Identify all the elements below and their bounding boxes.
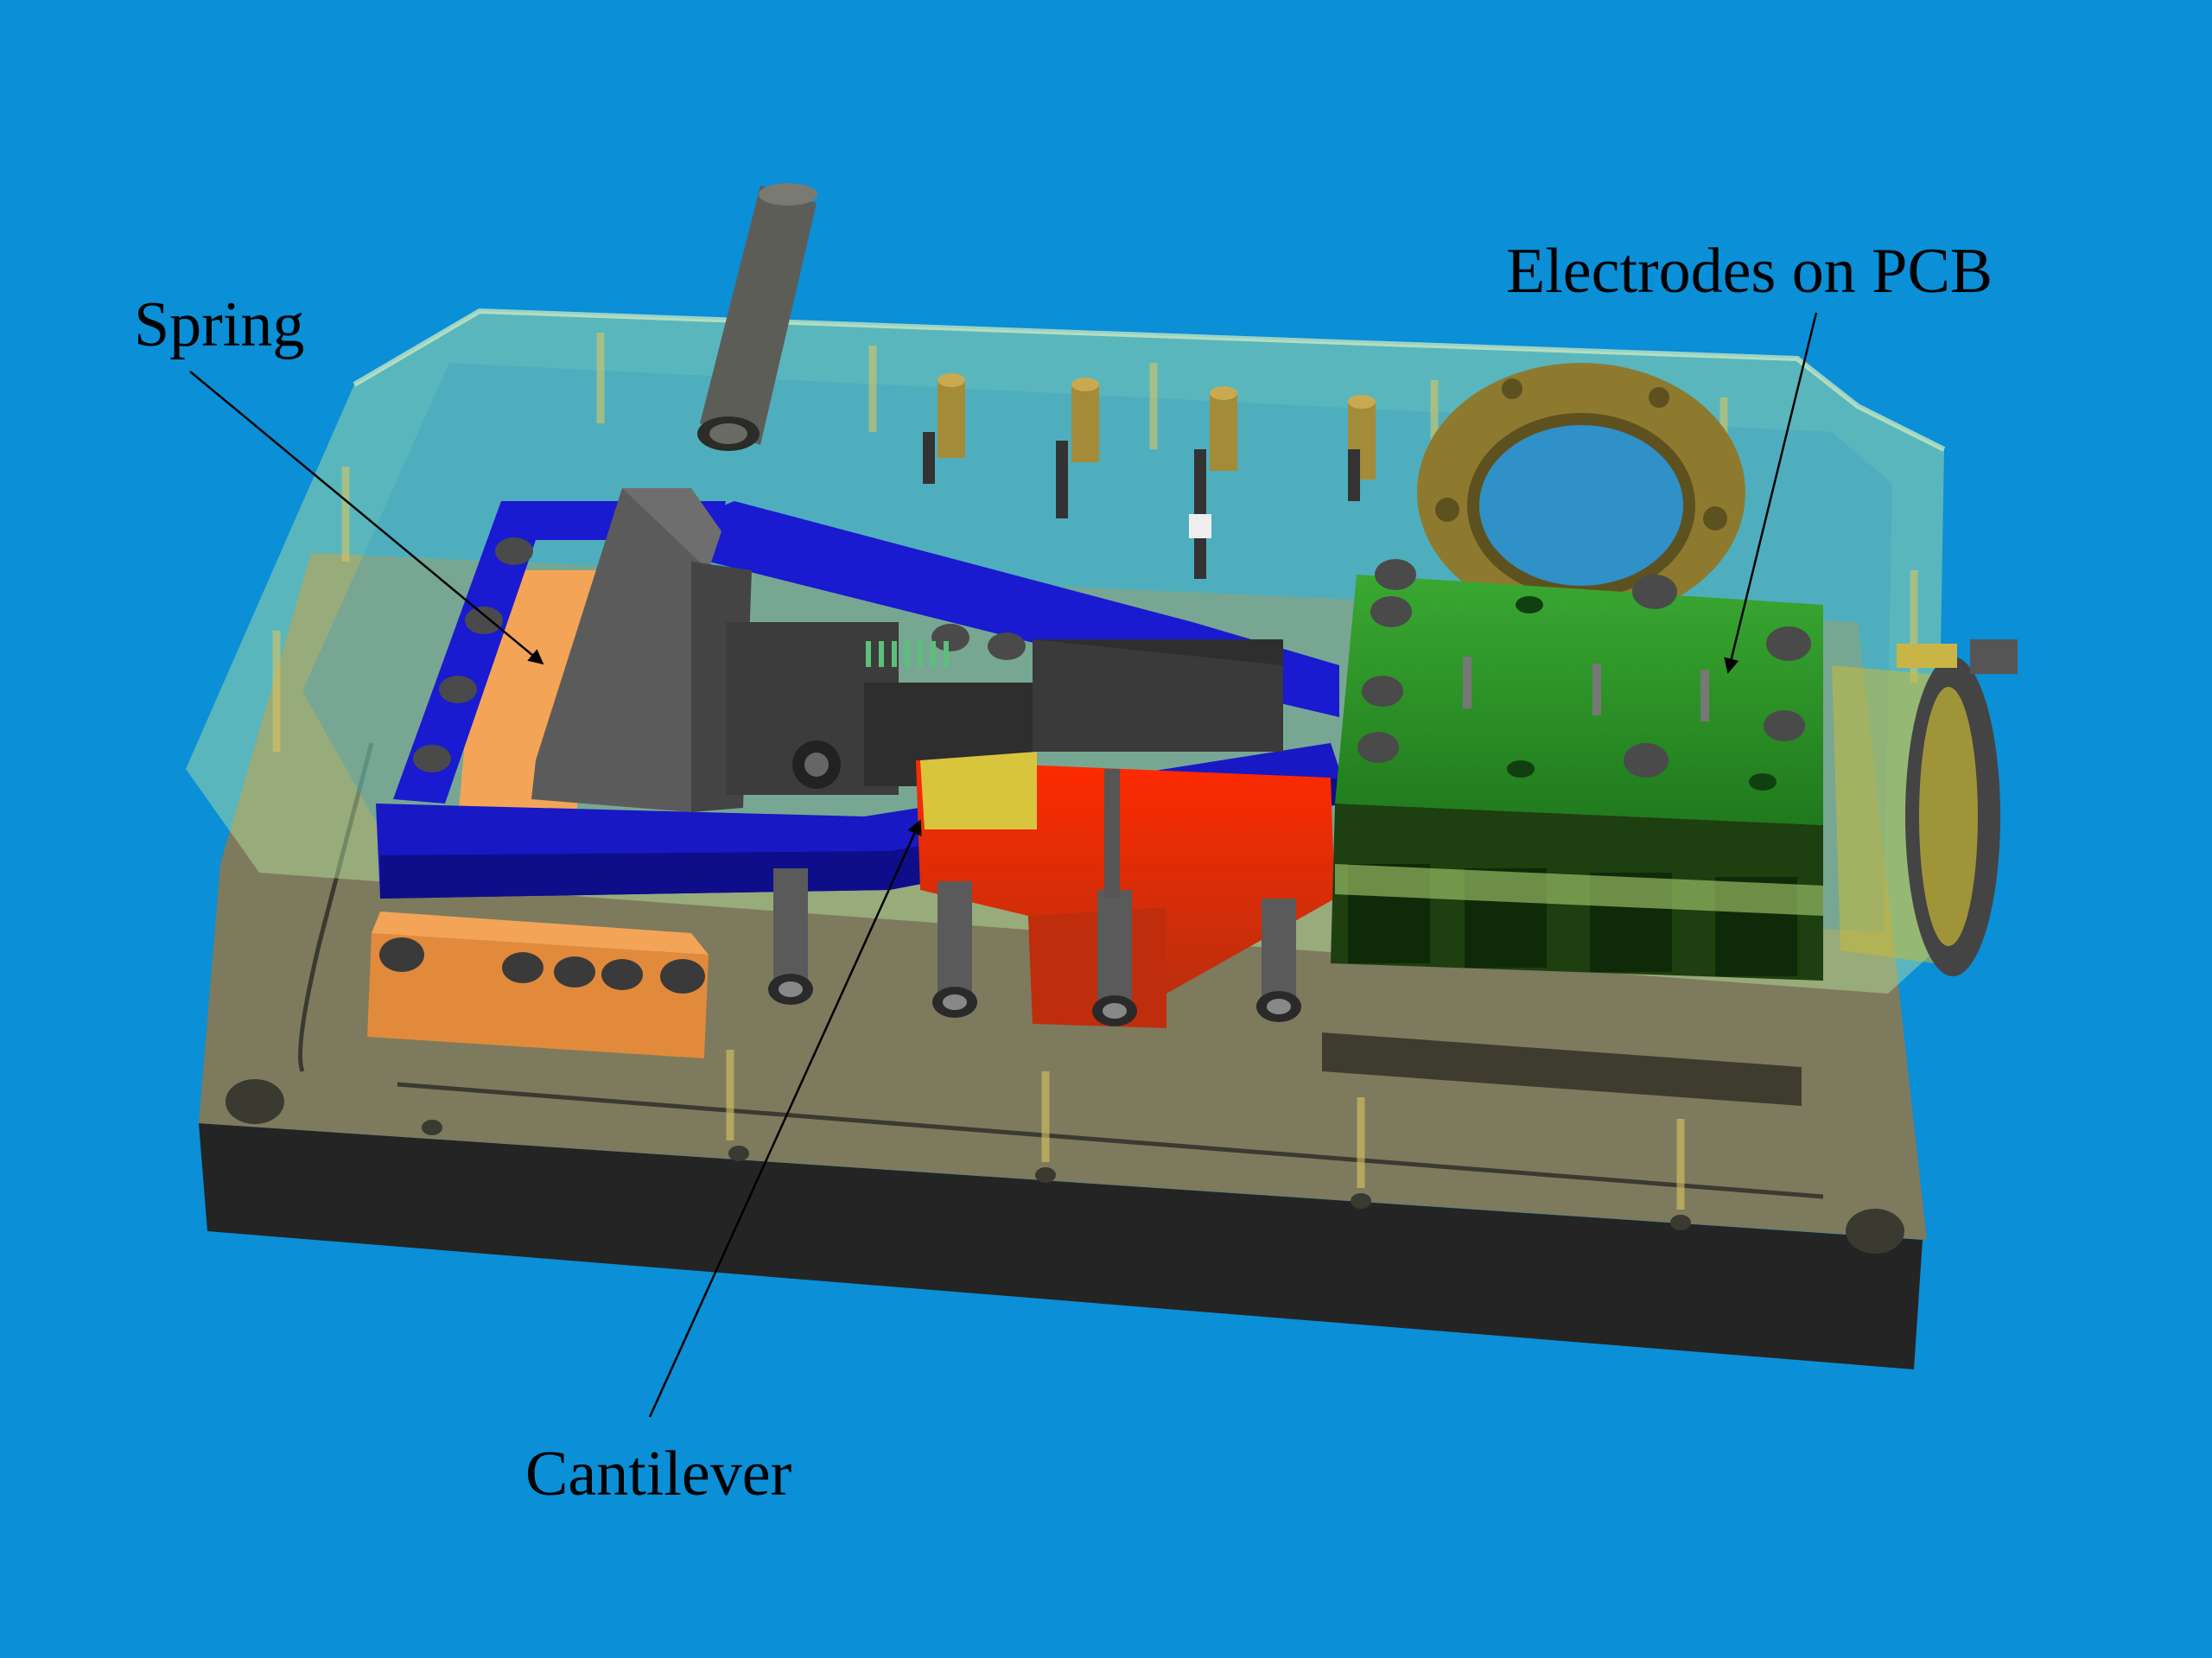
lower-pin <box>1256 899 1301 1022</box>
base-hole <box>1035 1167 1056 1183</box>
feedthrough-pin <box>923 373 965 484</box>
lower-pin <box>932 881 977 1018</box>
base-hole <box>422 1120 442 1135</box>
electrodes-leader-line <box>1724 312 1818 674</box>
base-hole <box>226 1079 284 1124</box>
base-plate-front-face <box>199 1123 1923 1369</box>
base-plate-rim <box>298 742 1824 1199</box>
base-hole <box>1846 1209 1904 1254</box>
top-tube <box>697 183 817 451</box>
base-hole <box>1670 1215 1691 1230</box>
orange-block-screws <box>379 937 705 994</box>
label-cantilever: Cantilever <box>525 1439 791 1509</box>
frame-screws <box>413 537 1026 772</box>
clamp-block <box>531 488 1283 812</box>
label-spring: Spring <box>134 289 304 360</box>
lower-pins <box>768 769 1301 1026</box>
spring-leader-line <box>189 371 544 665</box>
coil-spring <box>866 641 949 667</box>
right-connector <box>1832 639 2018 976</box>
leader-lines <box>189 312 1818 1418</box>
pcb-screws <box>1357 559 1811 778</box>
lower-pin <box>1092 769 1137 1026</box>
feedthrough-pin <box>1189 386 1237 579</box>
flange-ring <box>1417 363 1745 622</box>
base-slot <box>1322 1032 1802 1106</box>
pcb-holes <box>1507 596 1777 791</box>
pcb-electrodes <box>1331 559 1823 981</box>
feedthrough-pins <box>923 373 1376 579</box>
feedthrough-pin <box>1348 395 1376 501</box>
base-hole <box>1351 1193 1371 1209</box>
pcb-top <box>1335 575 1823 825</box>
label-electrodes: Electrodes on PCB <box>1506 236 1993 307</box>
base-hole <box>728 1146 749 1161</box>
feedthrough-pin <box>1056 378 1099 518</box>
pcb-electrode-pins <box>1463 657 1709 721</box>
lower-pin <box>768 868 813 1005</box>
cantilever-leader-line <box>648 819 922 1418</box>
housing-edge <box>353 308 1946 452</box>
